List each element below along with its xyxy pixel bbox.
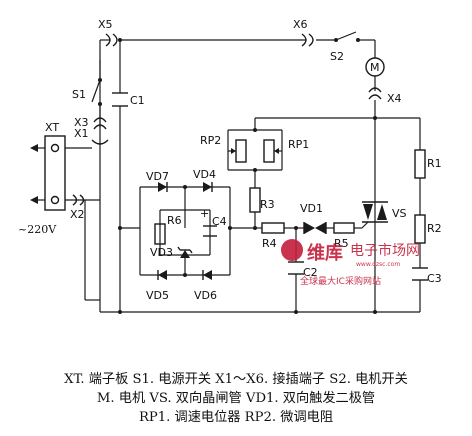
- zener-vd3: [177, 210, 193, 258]
- dzsc-logo-icon: [281, 239, 303, 261]
- watermark-url: www.dzsc.com: [356, 261, 400, 268]
- resistor-r6: [154, 223, 166, 245]
- diode-vd6: [202, 270, 212, 280]
- label-c4: C4: [212, 215, 227, 228]
- label-x2: X2: [70, 208, 85, 221]
- connector-x4: [368, 87, 382, 100]
- label-r6: R6: [167, 214, 182, 227]
- diode-vd5: [157, 270, 167, 280]
- capacitor-c3: [412, 267, 428, 281]
- label-x4: X4: [387, 92, 402, 105]
- legend-line-2: M. 电机 VS. 双向晶闸管 VD1. 双向触发二极管: [96, 391, 376, 406]
- label-x6: X6: [293, 18, 308, 31]
- capacitor-c1: [112, 92, 128, 107]
- label-rp1: RP1: [288, 138, 309, 151]
- label-s2: S2: [330, 50, 344, 63]
- dzsc-watermark: 维库 电子市场网 www.dzsc.com 全球最大IC采购网站: [281, 239, 420, 287]
- circuit-schematic: M: [18, 18, 442, 314]
- potentiometer-rp2: [228, 139, 247, 163]
- resistor-r1: [414, 149, 426, 179]
- label-c4-plus: +: [200, 207, 209, 220]
- label-x5: X5: [98, 18, 113, 31]
- label-rp2: RP2: [200, 134, 221, 147]
- resistor-r5: [333, 222, 355, 234]
- label-r5: R5: [334, 237, 349, 250]
- motor-letter: M: [370, 61, 380, 74]
- junction-dots: [118, 38, 377, 314]
- legend-line-3: RP1. 调速电位器 RP2. 微调电阻: [138, 410, 334, 425]
- watermark-title: 电子市场网: [350, 242, 420, 259]
- connector-x2: [72, 194, 85, 206]
- connector-x1-x3: [91, 117, 109, 145]
- label-r1: R1: [427, 157, 442, 170]
- label-s1: S1: [72, 88, 86, 101]
- watermark-slogan: 全球最大IC采购网站: [300, 275, 381, 287]
- capacitor-c2: [288, 261, 304, 275]
- label-c3: C3: [427, 272, 442, 285]
- label-c2: C2: [303, 266, 318, 279]
- label-xt: XT: [45, 121, 59, 134]
- component-labels: X5 X6 S2 S1 C1 X3 X1 XT X4 RP2 RP1 R1 VD…: [18, 18, 442, 302]
- label-r4: R4: [262, 237, 277, 250]
- label-x3: X3: [74, 116, 89, 129]
- label-vs: VS: [392, 207, 407, 220]
- label-r2: R2: [427, 222, 442, 235]
- switch-s1: [91, 78, 102, 106]
- label-x1: X1: [74, 127, 89, 140]
- terminal-block-xt: [30, 135, 92, 211]
- resistor-r3: [249, 187, 261, 213]
- resistor-r2: [414, 214, 426, 244]
- resistor-r4: [261, 222, 285, 234]
- main-wiring: [65, 39, 421, 313]
- label-vd5: VD5: [146, 289, 169, 302]
- capacitor-c4: [203, 225, 217, 237]
- diac-vd1: [300, 222, 330, 234]
- connector-x6: [301, 33, 314, 47]
- connector-x5: [105, 33, 118, 47]
- legend-line-1: XT. 端子板 S1. 电源开关 X1～X6. 接插端子 S2. 电机开关: [64, 372, 408, 387]
- potentiometer-rp1: [263, 139, 282, 163]
- motor-m: M: [365, 57, 385, 77]
- label-mains-voltage: ~220V: [18, 223, 57, 236]
- diode-vd7: [158, 182, 168, 192]
- switch-s2: [334, 31, 360, 42]
- label-vd6: VD6: [194, 289, 217, 302]
- label-vd4: VD4: [193, 168, 216, 181]
- triac-vs: [361, 201, 388, 229]
- label-r3: R3: [260, 198, 275, 211]
- diode-vd4: [203, 182, 213, 192]
- label-vd1: VD1: [300, 202, 323, 215]
- label-c1: C1: [130, 94, 145, 107]
- watermark-logo-text: 维库: [307, 242, 343, 264]
- label-vd3: VD3: [150, 246, 173, 259]
- label-vd7: VD7: [146, 170, 169, 183]
